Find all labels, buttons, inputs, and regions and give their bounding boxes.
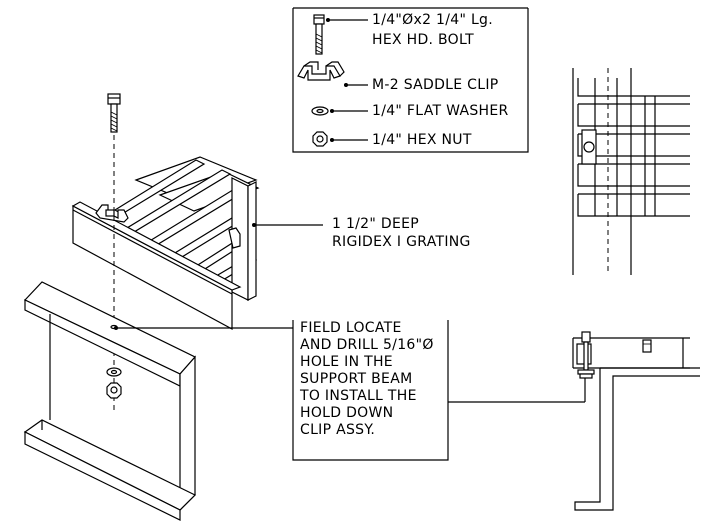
field-note-line: HOLD DOWN — [300, 405, 394, 421]
grating-callout-line2: RIGIDEX I GRATING — [332, 234, 471, 250]
field-note-text: FIELD LOCATE AND DRILL 5/16"Ø HOLE IN TH… — [300, 320, 434, 439]
field-note-line: TO INSTALL THE — [300, 388, 417, 404]
legend-bolt-label: 1/4"Øx2 1/4" Lg. — [372, 12, 493, 28]
grating-callout-line1: 1 1/2" DEEP — [332, 216, 419, 232]
grating-bolt — [107, 93, 121, 133]
legend-bolt-label-line2: HEX HD. BOLT — [372, 32, 475, 48]
support-beam — [23, 281, 197, 521]
beam-washer-nut — [106, 367, 122, 399]
hex-bolt-icon — [313, 14, 368, 55]
grating-panel — [71, 156, 260, 331]
field-note-line: AND DRILL 5/16"Ø — [300, 337, 434, 353]
field-note-line: CLIP ASSY. — [300, 422, 376, 438]
field-note-line: FIELD LOCATE — [300, 320, 402, 336]
legend-clip-label: M-2 SADDLE CLIP — [372, 77, 499, 93]
field-note-box — [292, 320, 586, 461]
grating-leader — [252, 223, 323, 227]
section-view — [572, 331, 700, 511]
saddle-clip-icon — [297, 61, 368, 87]
legend-box — [292, 7, 529, 153]
legend-washer-label: 1/4" FLAT WASHER — [372, 103, 509, 119]
flat-washer-icon — [311, 106, 368, 116]
hole-leader — [114, 326, 293, 330]
field-note-line: HOLE IN THE — [300, 354, 393, 370]
legend-nut-label: 1/4" HEX NUT — [372, 132, 472, 148]
hex-nut-icon — [312, 131, 368, 147]
field-note-line: SUPPORT BEAM — [300, 371, 413, 387]
plan-view — [572, 68, 690, 275]
